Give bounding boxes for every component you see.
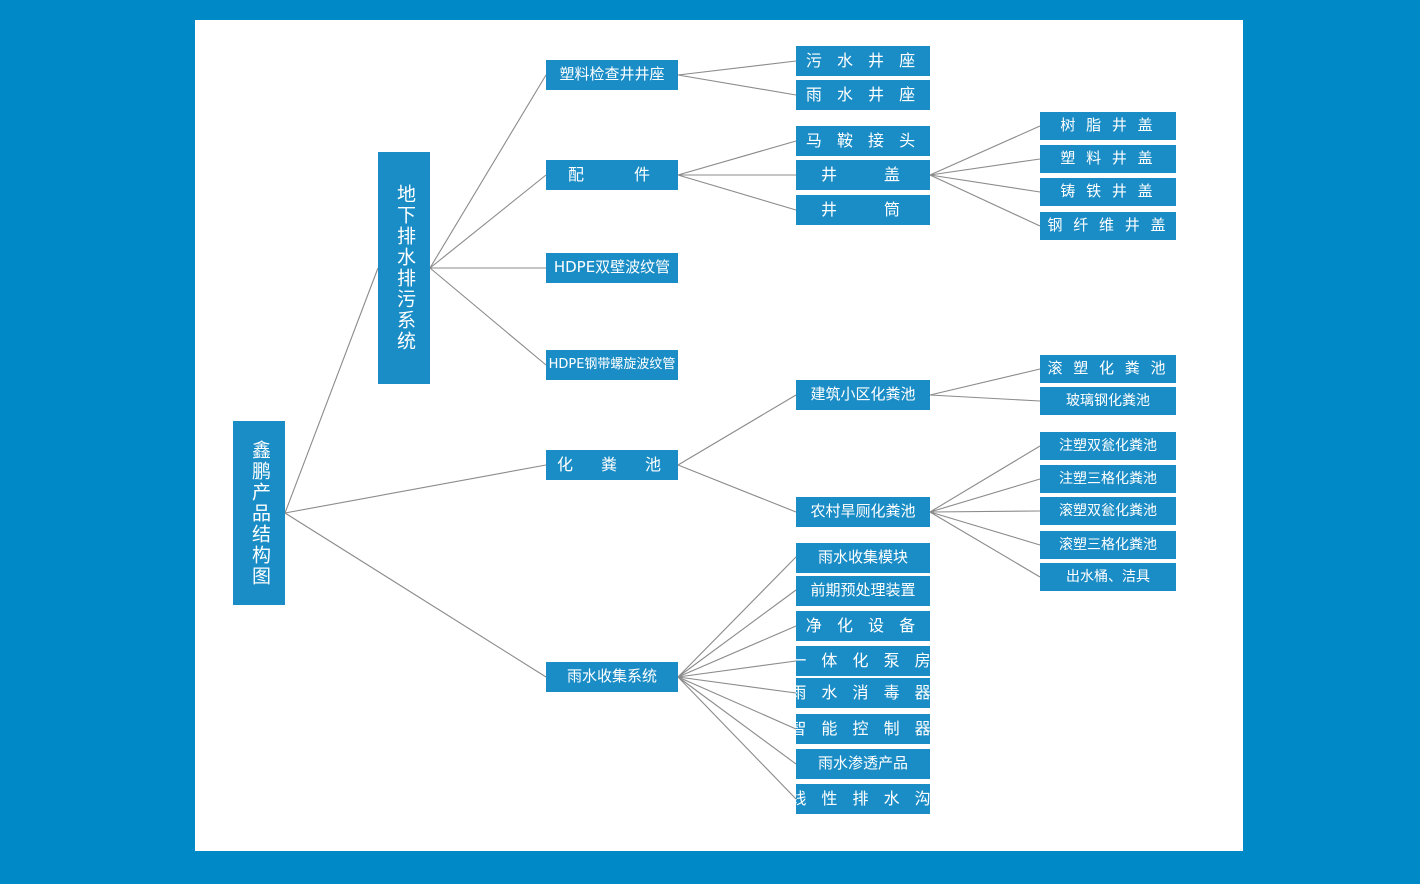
node-saddle-joint[interactable]: 马 鞍 接 头 bbox=[796, 126, 930, 156]
node-well-shaft[interactable]: 井 筒 bbox=[796, 195, 930, 225]
node-injection-three-grid-septic-tank[interactable]: 注塑三格化粪池 bbox=[1040, 465, 1176, 493]
node-cast-iron-well-cover[interactable]: 铸 铁 井 盖 bbox=[1040, 178, 1176, 206]
node-steel-fiber-well-cover[interactable]: 钢 纤 维 井 盖 bbox=[1040, 212, 1176, 240]
node-rainwater-collection-system[interactable]: 雨水收集系统 bbox=[546, 662, 678, 692]
node-purification-equipment[interactable]: 净 化 设 备 bbox=[796, 611, 930, 641]
node-rotomolded-septic-tank[interactable]: 滚 塑 化 粪 池 bbox=[1040, 355, 1176, 383]
node-injection-double-urn-septic-tank[interactable]: 注塑双瓮化粪池 bbox=[1040, 432, 1176, 460]
node-root[interactable]: 鑫鹏产品结构图 bbox=[233, 421, 285, 605]
node-rainwater-collection-module[interactable]: 雨水收集模块 bbox=[796, 543, 930, 573]
node-hdpe-steel-belt-spiral-corrugated-pipe[interactable]: HDPE钢带螺旋波纹管 bbox=[546, 350, 678, 380]
node-outlet-bucket-and-sanitary-ware[interactable]: 出水桶、洁具 bbox=[1040, 563, 1176, 591]
node-rainwater-disinfector[interactable]: 雨 水 消 毒 器 bbox=[796, 678, 930, 708]
node-linear-drainage-ditch[interactable]: 线 性 排 水 沟 bbox=[796, 784, 930, 814]
node-smart-controller[interactable]: 智 能 控 制 器 bbox=[796, 714, 930, 744]
node-rainwater-infiltration-products[interactable]: 雨水渗透产品 bbox=[796, 749, 930, 779]
node-integrated-pump-house[interactable]: 一 体 化 泵 房 bbox=[796, 646, 930, 676]
node-frp-septic-tank[interactable]: 玻璃钢化粪池 bbox=[1040, 387, 1176, 415]
node-accessories[interactable]: 配 件 bbox=[546, 160, 678, 190]
node-building-community-septic-tank[interactable]: 建筑小区化粪池 bbox=[796, 380, 930, 410]
node-sewage-well-base[interactable]: 污 水 井 座 bbox=[796, 46, 930, 76]
node-hdpe-double-wall-corrugated-pipe[interactable]: HDPE双壁波纹管 bbox=[546, 253, 678, 283]
node-underground-drainage-system[interactable]: 地下排水排污系统 bbox=[378, 152, 430, 384]
node-septic-tank[interactable]: 化 粪 池 bbox=[546, 450, 678, 480]
node-rotomolded-three-grid-septic-tank[interactable]: 滚塑三格化粪池 bbox=[1040, 531, 1176, 559]
node-rural-dry-toilet-septic-tank[interactable]: 农村旱厕化粪池 bbox=[796, 497, 930, 527]
node-rainwater-well-base[interactable]: 雨 水 井 座 bbox=[796, 80, 930, 110]
node-rotomolded-double-urn-septic-tank[interactable]: 滚塑双瓮化粪池 bbox=[1040, 497, 1176, 525]
node-resin-well-cover[interactable]: 树 脂 井 盖 bbox=[1040, 112, 1176, 140]
node-pre-treatment-device[interactable]: 前期预处理装置 bbox=[796, 576, 930, 606]
node-plastic-inspection-well-base[interactable]: 塑料检查井井座 bbox=[546, 60, 678, 90]
node-plastic-well-cover[interactable]: 塑 料 井 盖 bbox=[1040, 145, 1176, 173]
node-well-cover[interactable]: 井 盖 bbox=[796, 160, 930, 190]
